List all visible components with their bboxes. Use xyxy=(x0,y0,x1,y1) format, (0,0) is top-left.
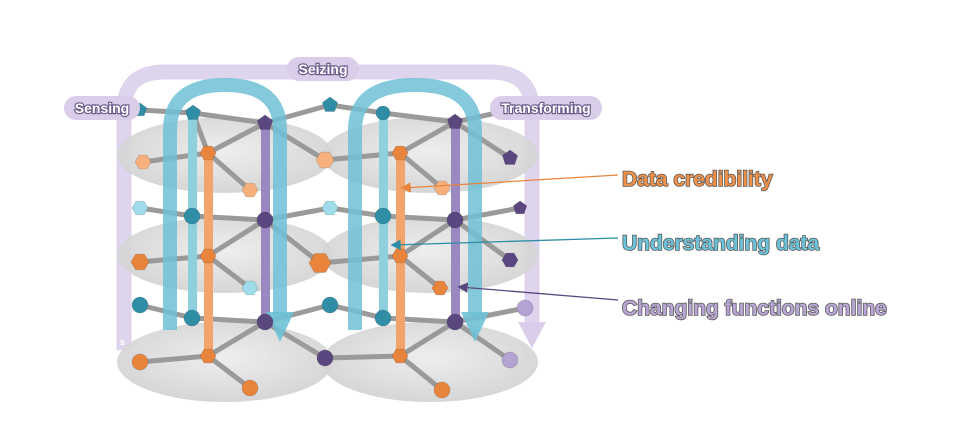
legend-pointers xyxy=(390,174,619,301)
credibility-pointer xyxy=(400,174,619,193)
network-node xyxy=(321,296,339,314)
network-node xyxy=(512,200,528,215)
network-node xyxy=(374,309,392,327)
sensing-pill: Sensing xyxy=(64,96,140,120)
network-node xyxy=(199,348,217,364)
network-node xyxy=(134,154,152,170)
partial-s-label: s xyxy=(120,337,125,347)
network-node xyxy=(431,280,449,296)
network-connections xyxy=(137,102,528,393)
network-node xyxy=(256,211,274,229)
network-node xyxy=(131,353,149,371)
network-node xyxy=(446,313,464,331)
network-node xyxy=(391,248,409,264)
network-node xyxy=(391,348,409,364)
network-node xyxy=(321,96,339,112)
network-node xyxy=(131,296,149,314)
network-node xyxy=(375,105,391,121)
network-node xyxy=(241,182,259,198)
network-node xyxy=(501,351,519,369)
network-node xyxy=(321,200,339,216)
network-node xyxy=(256,313,274,331)
understanding-pointer xyxy=(390,237,619,250)
network-node xyxy=(433,381,451,399)
network-node xyxy=(183,309,201,327)
network-node xyxy=(374,207,392,225)
network-node xyxy=(184,104,202,120)
legend: Data credibility Understanding data Chan… xyxy=(621,167,887,321)
network-node xyxy=(516,299,534,317)
transforming-label: Transforming xyxy=(501,100,590,116)
network-node xyxy=(241,280,259,296)
network-node xyxy=(199,248,217,264)
network-node xyxy=(183,207,201,225)
network-nodes xyxy=(130,96,534,399)
network-node xyxy=(501,149,519,165)
network-node xyxy=(256,114,274,130)
sensing-label: Sensing xyxy=(75,100,129,116)
network-node xyxy=(130,253,150,271)
network-node xyxy=(446,211,464,229)
seizing-label: Seizing xyxy=(298,61,347,77)
legend-data-credibility: Data credibility xyxy=(622,168,773,191)
network-node xyxy=(446,113,464,129)
network-node xyxy=(316,349,334,367)
left-u-arrow xyxy=(163,77,294,342)
seizing-pill: Seizing xyxy=(287,57,359,81)
network-node xyxy=(308,253,332,273)
transforming-pill: Transforming xyxy=(490,96,602,120)
network-node xyxy=(199,145,217,161)
network-node xyxy=(501,252,519,268)
changing-pointer xyxy=(457,282,619,301)
network-node xyxy=(241,379,259,397)
network-node xyxy=(131,200,149,216)
network-node xyxy=(433,180,451,196)
right-u-arrow xyxy=(348,77,489,342)
legend-understanding-data: Understanding data xyxy=(622,232,820,255)
legend-changing-functions: Changing functions online xyxy=(622,297,887,320)
network-node xyxy=(315,151,335,169)
network-node xyxy=(391,145,409,161)
